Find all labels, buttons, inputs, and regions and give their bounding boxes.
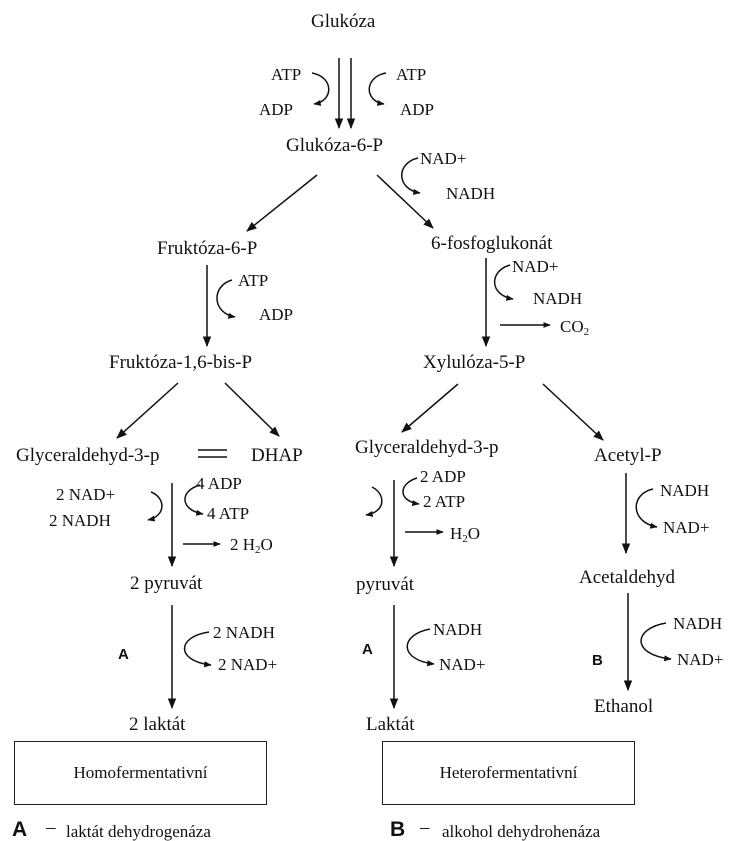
cofactor-left-4-adp: 4 ADP xyxy=(196,474,242,493)
curve-left-nadh xyxy=(183,631,212,668)
curve-g6p-nad xyxy=(401,157,421,195)
cofactor-right-nad-plus-lactate: NAD+ xyxy=(439,655,486,674)
curve-acetaldehyde-nadh xyxy=(640,622,672,662)
legend-a-key: A xyxy=(12,818,28,841)
curve-left-nad xyxy=(147,491,163,522)
legend-a-dash: – xyxy=(46,817,56,838)
cofactor-f6p-adp: ADP xyxy=(259,305,294,324)
node-pyruvat-right: pyruvát xyxy=(356,574,415,595)
cofactor-acetaldehyde-nadh: NADH xyxy=(673,614,723,633)
cofactor-left-2-nad-plus: 2 NAD+ xyxy=(56,485,116,504)
cofactor-left-2-nadh-lactate: 2 NADH xyxy=(213,623,275,642)
cofactor-acetylp-nadh: NADH xyxy=(660,481,710,500)
cofactor-left-2-h2o: 2 H2O xyxy=(230,535,273,556)
cofactor-right-2-adp: 2 ADP xyxy=(420,467,466,486)
cofactor-acetylp-nad-plus: NAD+ xyxy=(663,518,710,537)
node-6-fosfoglukonat: 6-fosfoglukonát xyxy=(431,233,553,254)
legend-b-key: B xyxy=(390,818,406,841)
cofactor-g6p-nadh: NADH xyxy=(446,184,496,203)
node-laktat-right: Laktát xyxy=(366,714,415,735)
curve-right-nad xyxy=(365,486,383,517)
arrow-g6p-to-f6p xyxy=(246,174,318,232)
cofactor-left-4-atp: 4 ATP xyxy=(207,504,250,523)
cofactor-adp-right: ADP xyxy=(400,100,435,119)
arrow-f16bp-to-dhap xyxy=(224,382,280,437)
curve-right-nadh xyxy=(406,628,435,667)
box-homofermentative: Homofermentativní xyxy=(14,741,267,805)
node-laktat-left: 2 laktát xyxy=(129,714,186,735)
node-glukoza-6-p: Glukóza-6-P xyxy=(286,135,384,156)
legend-b-dash: – xyxy=(420,817,430,838)
curve-f6p-atp xyxy=(216,279,236,319)
node-dhap: DHAP xyxy=(251,445,303,466)
cofactor-6pg-nadh: NADH xyxy=(533,289,583,308)
node-gap-left: Glyceraldehyd-3-p xyxy=(16,445,160,466)
cofactor-g6p-nad-plus: NAD+ xyxy=(420,149,467,168)
curve-right-adp-atp xyxy=(402,477,420,507)
curve-left-adp-atp xyxy=(184,484,204,516)
node-ethanol: Ethanol xyxy=(594,696,654,717)
cofactor-acetaldehyde-nad-plus: NAD+ xyxy=(677,650,724,669)
cofactor-atp-right: ATP xyxy=(396,65,427,84)
enzyme-marker-a-right: A xyxy=(362,641,373,658)
node-fruktoza-6-p: Fruktóza-6-P xyxy=(157,238,258,259)
node-xyluloza-5-p: Xylulóza-5-P xyxy=(423,352,526,373)
node-gap-right: Glyceraldehyd-3-p xyxy=(355,437,499,458)
curve-atp-adp-left xyxy=(311,72,330,106)
cofactor-left-2-nad-plus-lactate: 2 NAD+ xyxy=(218,655,278,674)
curve-6pg-nad xyxy=(493,264,514,301)
cofactor-co2: CO2 xyxy=(560,317,590,338)
cofactor-right-h2o: H2O xyxy=(450,524,481,545)
curve-acetylp-nadh xyxy=(635,488,658,529)
cofactor-adp-left: ADP xyxy=(259,100,294,119)
node-pyruvat-left: 2 pyruvát xyxy=(130,573,203,594)
enzyme-marker-b: B xyxy=(592,652,603,669)
cofactor-6pg-nad-plus: NAD+ xyxy=(512,257,559,276)
cofactor-right-2-atp: 2 ATP xyxy=(423,492,466,511)
enzyme-marker-a-left: A xyxy=(118,646,129,663)
node-glukoza: Glukóza xyxy=(311,11,376,32)
cofactor-left-2-nadh: 2 NADH xyxy=(49,511,111,530)
node-acetaldehyd: Acetaldehyd xyxy=(579,567,676,588)
cofactor-atp-left: ATP xyxy=(271,65,302,84)
cofactor-f6p-atp: ATP xyxy=(238,271,269,290)
arrow-x5p-to-acetylp xyxy=(542,383,604,441)
node-acetyl-p: Acetyl-P xyxy=(594,445,662,466)
arrow-x5p-to-gap xyxy=(401,383,459,433)
box-heterofermentative: Heterofermentativní xyxy=(382,741,635,805)
arrow-f16bp-to-gap xyxy=(116,382,179,439)
curve-atp-adp-right xyxy=(368,72,387,106)
node-fruktoza-16-bis-p: Fruktóza-1,6-bis-P xyxy=(109,352,253,373)
arrow-g6p-to-6pg xyxy=(376,174,434,229)
legend-a-text: laktát dehydrogenáza xyxy=(66,822,211,841)
legend-b-text: alkohol dehydrohenáza xyxy=(442,822,601,841)
cofactor-right-nadh-lactate: NADH xyxy=(433,620,483,639)
